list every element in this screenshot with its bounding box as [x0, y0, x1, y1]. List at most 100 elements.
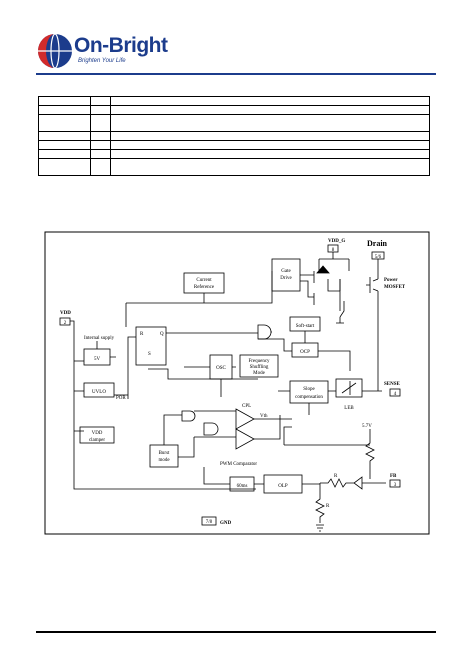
pin-fb-box	[389, 479, 401, 488]
ocp-label: OCP	[300, 350, 310, 355]
table-cell	[90, 114, 111, 132]
pin-sense-number: 4	[394, 392, 397, 397]
table-row	[38, 158, 430, 176]
freq-shuffle-label-1: Frequency	[248, 359, 270, 364]
freq-shuffle-label-2: Shuffling	[250, 365, 269, 370]
cpl-label: CPL	[242, 404, 251, 409]
logo-tagline: Brighten Your Life	[78, 58, 126, 64]
power-mosfet-label-2: MOSFET	[384, 285, 406, 290]
table-cell	[90, 158, 111, 176]
leb-block	[335, 378, 363, 398]
leb-icon	[341, 381, 357, 395]
internal-supply-label: Internal supply	[84, 336, 115, 341]
burst-label-1: Burst	[159, 451, 170, 456]
uvlo-label: UVLO	[92, 390, 106, 395]
gnd-label: GND	[220, 521, 232, 526]
footer-rule	[36, 631, 436, 633]
gate-drive-block	[271, 258, 301, 292]
frequency-shuffling-block	[239, 354, 279, 378]
diagram-frame	[44, 231, 430, 535]
table-row	[38, 96, 430, 106]
or-gate-icon	[181, 410, 196, 422]
latch-s-label: S	[148, 352, 151, 357]
gate-drive-label-1: Gate	[281, 269, 291, 274]
fb-label: FB	[390, 474, 397, 479]
latch-r-label: R	[140, 332, 144, 337]
table-cell	[38, 158, 91, 176]
current-ref-label-2: Reference	[194, 285, 215, 290]
vth-label: Vth	[260, 414, 268, 419]
logo-globe-icon	[38, 33, 72, 69]
pin-drain-number: 5/6	[375, 255, 382, 260]
pin-gnd-box	[201, 516, 217, 526]
pin-gnd-number: 7/8	[206, 520, 213, 525]
functional-block-diagram: Gate Drive 8 VDD_G Drain 5/6 Power MOSFE…	[44, 231, 430, 535]
regulator-lines	[96, 341, 116, 358]
sr-latch-block	[135, 326, 167, 366]
table-cell	[90, 96, 111, 106]
table-cell	[38, 149, 91, 159]
r-top-label: R	[334, 474, 338, 479]
ref-5v7-label: 5.7V	[362, 424, 372, 429]
blanking-label: 60ms	[237, 484, 248, 489]
osc-label: OSC	[216, 366, 226, 371]
table-cell	[38, 105, 91, 115]
vdd-clamper-label-1: VDD	[92, 431, 103, 436]
zener-diode-icon	[316, 265, 330, 274]
leb-lines	[362, 379, 382, 392]
power-mosfet-label-1: Power	[384, 278, 398, 283]
pin-description-table	[38, 96, 430, 176]
pullup-resistor-icon	[365, 429, 375, 479]
slope-lines	[278, 390, 336, 415]
table-cell	[38, 140, 91, 150]
table-cell	[38, 96, 91, 106]
table-row	[38, 114, 430, 132]
logo-wordmark: On-Bright	[74, 34, 168, 57]
r-bottom-label: R	[326, 504, 330, 509]
pwm-comparator-label: PWM Comparator	[220, 462, 257, 467]
table-row	[38, 140, 430, 150]
vdd-bus	[70, 271, 273, 490]
uvlo-block	[83, 382, 115, 398]
vdd-clamper-block	[79, 426, 115, 444]
drain-label: Drain	[367, 239, 388, 248]
gate-drive-label-2: Drive	[280, 276, 292, 281]
regulator-5v-label: 5V	[94, 357, 101, 362]
latch-lines	[127, 332, 258, 399]
sense-label: SENSE	[384, 382, 401, 387]
driver-resistor	[339, 279, 345, 318]
table-cell	[110, 158, 430, 176]
fb-resistor-diode-icon	[320, 476, 363, 490]
header-rule	[36, 73, 436, 75]
table-cell	[110, 140, 430, 150]
ground-symbols	[316, 317, 344, 532]
table-row	[38, 105, 430, 115]
table-cell	[110, 131, 430, 141]
table-cell	[38, 131, 91, 141]
table-cell	[90, 131, 111, 141]
table-cell	[110, 114, 430, 132]
pin-vddg-number: 8	[332, 248, 335, 253]
current-ref-label-1: Current	[196, 278, 212, 283]
leb-label: LEB	[344, 406, 354, 411]
and-gate-icon	[257, 324, 272, 340]
osc-lines	[184, 366, 236, 397]
vddg-label: VDD_G	[328, 239, 345, 244]
pin-vdd-number: 2	[64, 321, 67, 326]
ocp-lines	[258, 331, 351, 371]
fb-lines	[315, 482, 386, 523]
table-cell	[90, 105, 111, 115]
pin-vdd-box	[59, 317, 71, 326]
power-mosfet-symbol	[366, 259, 379, 379]
cpl-comparator-icon	[235, 408, 255, 430]
table-cell	[90, 149, 111, 159]
vdd-label: VDD	[60, 311, 71, 316]
olp-label: OLP	[278, 484, 288, 489]
table-cell	[110, 105, 430, 115]
soft-start-label: Soft-start	[296, 324, 315, 329]
driver-output-lines	[300, 271, 315, 305]
table-row	[38, 149, 430, 159]
pin-fb-number: 3	[394, 483, 397, 488]
comparator-lines	[194, 410, 292, 440]
vdd-clamper-label-2: clamper	[89, 438, 105, 443]
